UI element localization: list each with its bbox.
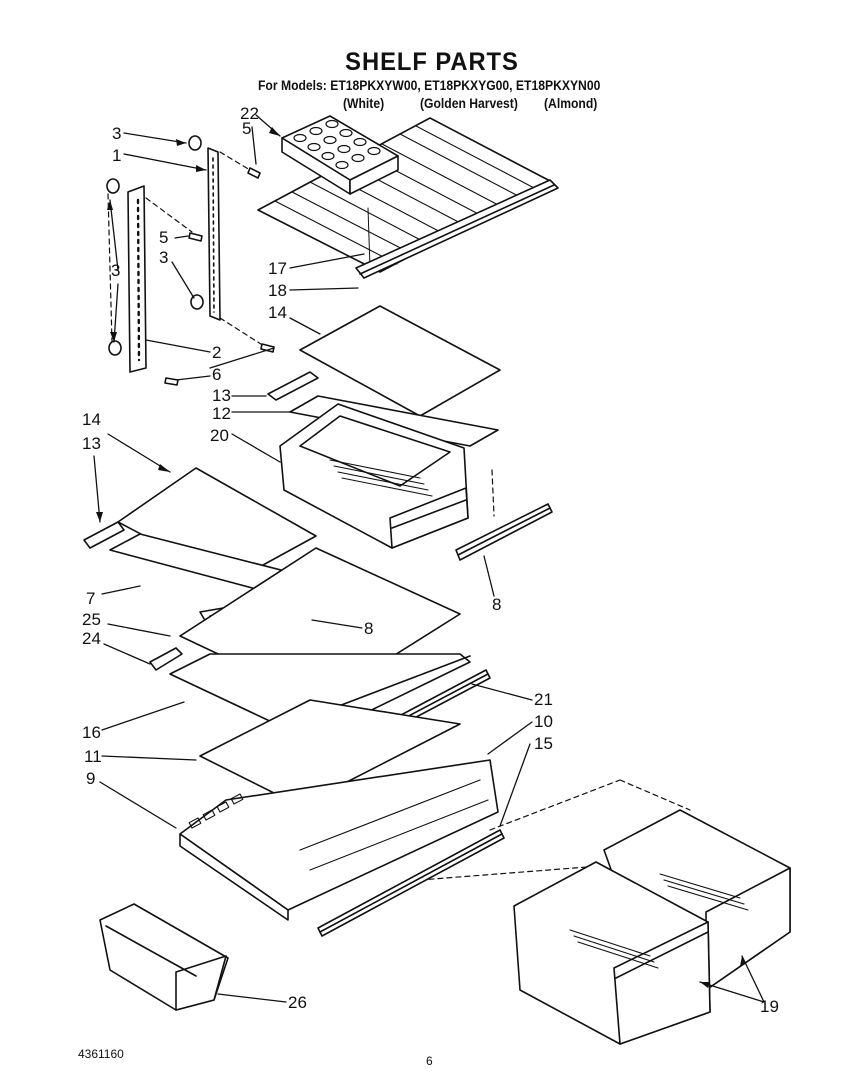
callout-5: 5 [242,119,251,138]
crisper-cover [179,759,499,921]
callout-16: 16 [82,723,101,742]
shelf-trim-top [355,179,559,279]
callout-13: 13 [82,434,101,453]
callout-5: 5 [159,228,168,247]
rail-right [207,147,221,321]
callout-3: 3 [111,261,120,280]
rail-left [127,185,147,373]
color-golden-harvest: (Golden Harvest) [420,96,518,111]
callout-15: 15 [534,734,553,753]
callout-11: 11 [84,747,102,766]
callouts: 3 1 22 5 5 3 3 2 6 17 18 14 13 12 20 14 … [82,104,779,1016]
glass-shelf-11 [199,699,461,807]
glass-shelf-upper [299,305,501,417]
callout-2: 2 [212,343,221,362]
page-number: 6 [426,1054,433,1068]
callout-8: 8 [364,619,373,638]
document-number: 4361160 [78,1047,124,1061]
screws [164,167,275,386]
callout-18: 18 [268,281,287,300]
callout-22: 22 [240,104,259,123]
callout-3: 3 [159,248,168,267]
color-white: (White) [343,96,385,111]
callout-7: 7 [86,589,95,608]
callout-20: 20 [210,426,229,445]
callout-26: 26 [288,993,307,1012]
color-almond: (Almond) [544,96,598,111]
dashed-guides [107,151,691,881]
door-bin [99,903,229,1011]
callout-21: 21 [534,690,553,709]
callout-8: 8 [492,595,501,614]
callout-6: 6 [212,365,221,384]
rail-caps [106,135,204,356]
crisper-drawer-front [513,861,711,1045]
callout-24: 24 [82,629,101,648]
page-title: SHELF PARTS [345,48,519,76]
models-line: For Models: ET18PKXYW00, ET18PKXYG00, ET… [258,78,601,93]
callout-14: 14 [268,303,287,322]
trim-24 [149,647,183,671]
callout-3: 3 [112,124,121,143]
arrowheads [96,127,746,988]
callout-13: 13 [212,386,231,405]
egg-tray [281,115,399,195]
trim-15 [317,829,505,937]
meat-drawer [279,403,469,549]
callout-17: 17 [268,259,287,278]
callout-1: 1 [112,146,121,165]
callout-25: 25 [82,610,101,629]
callout-12: 12 [212,404,231,423]
trim-8-right [455,503,553,561]
callout-10: 10 [534,712,553,731]
callout-14: 14 [82,410,101,429]
callout-19: 19 [760,997,779,1016]
callout-9: 9 [86,769,95,788]
